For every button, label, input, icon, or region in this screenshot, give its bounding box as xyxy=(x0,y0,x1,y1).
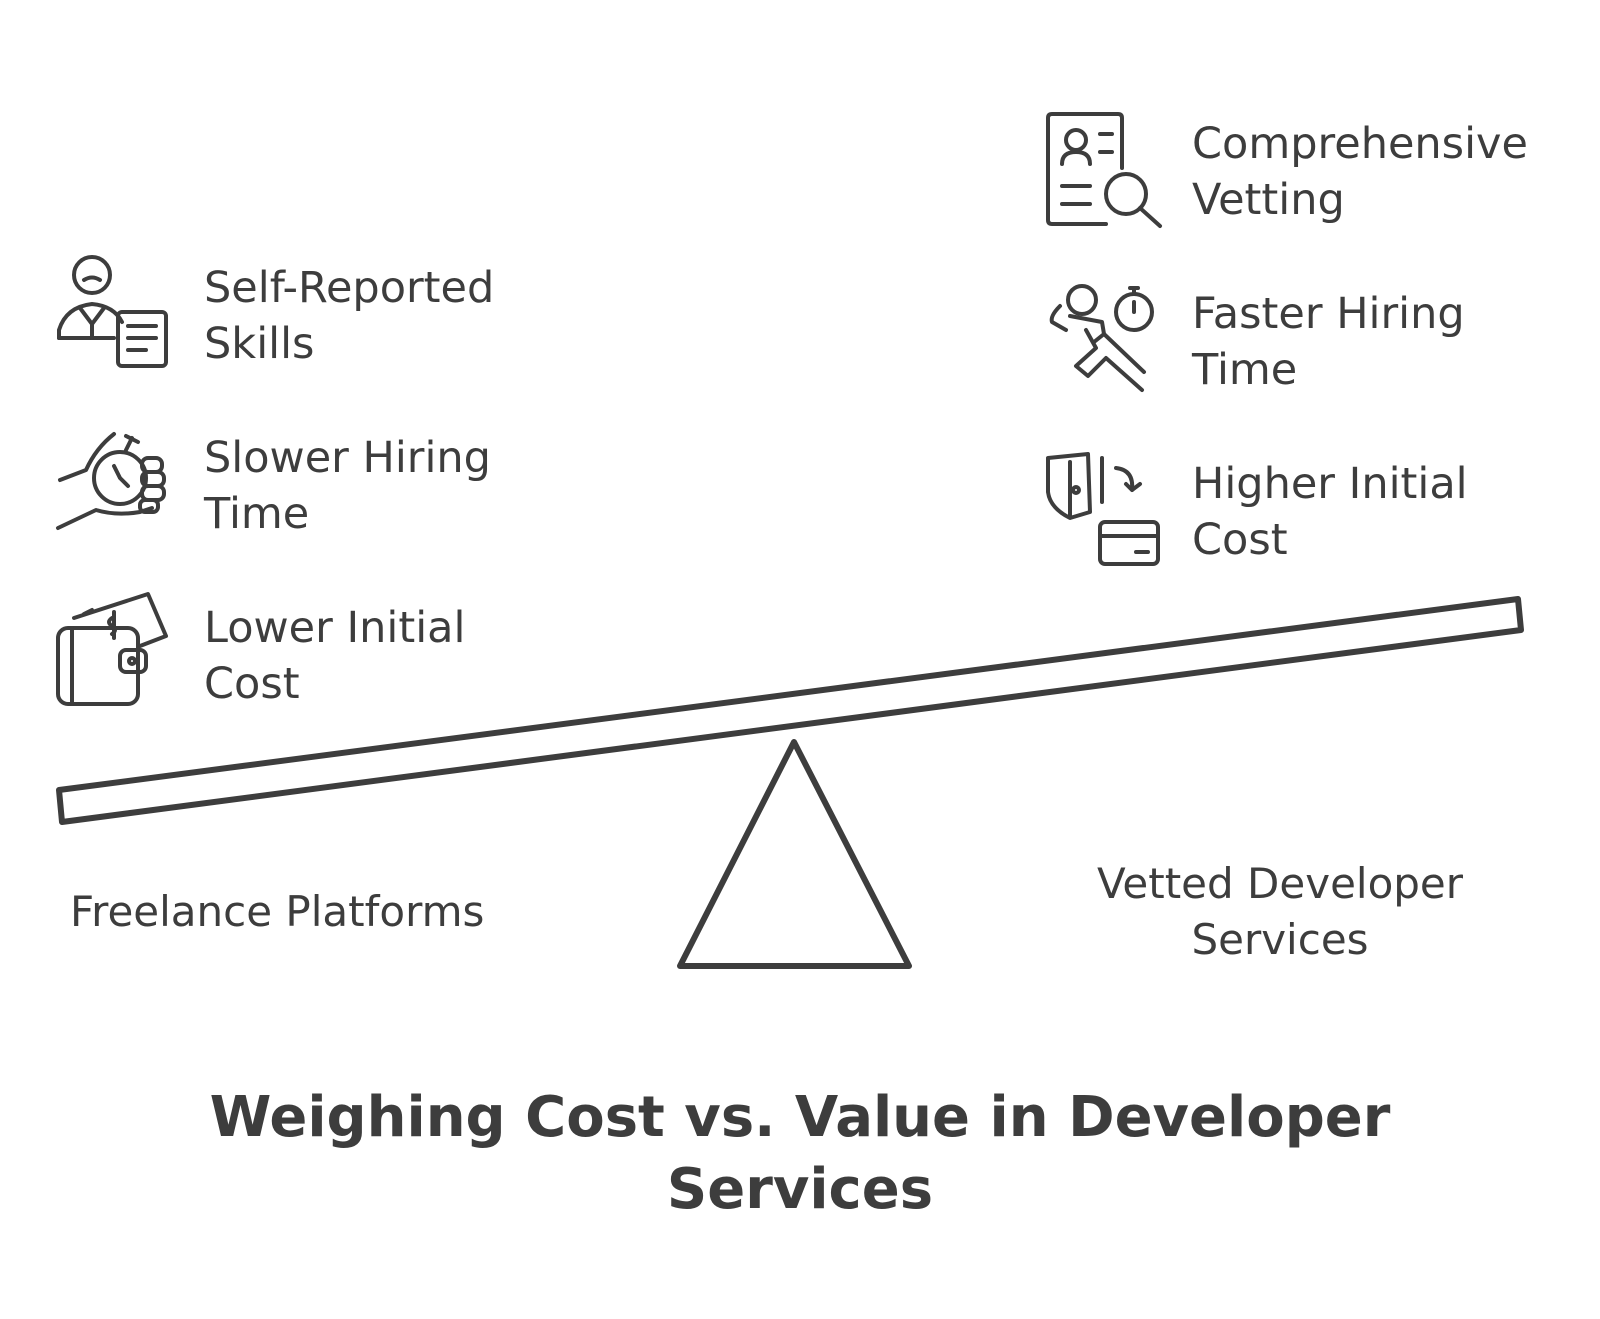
seesaw-plank xyxy=(56,596,1524,825)
group-label-freelance-platforms: Freelance Platforms xyxy=(70,887,485,936)
money-card-exchange-icon xyxy=(1046,452,1164,568)
group-label-vetted-developer-services: Vetted Developer Services xyxy=(1096,859,1464,964)
item-label-lower-initial-cost: Lower Initial Cost xyxy=(204,603,466,709)
item-label-faster-hiring-time: Faster Hiring Time xyxy=(1192,289,1465,395)
item-label-self-reported-skills: Self-Reported Skills xyxy=(204,263,495,369)
seesaw-fulcrum xyxy=(677,739,912,969)
runner-with-stopwatch-icon xyxy=(1046,282,1164,398)
wallet-with-cash-icon xyxy=(56,592,170,706)
diagram-title: Weighing Cost vs. Value in Developer Ser… xyxy=(209,1085,1391,1222)
hand-holding-stopwatch-icon xyxy=(56,428,170,534)
profile-magnifier-icon xyxy=(1046,112,1164,228)
item-label-comprehensive-vetting: Comprehensive Vetting xyxy=(1192,119,1528,225)
item-label-higher-initial-cost: Higher Initial Cost xyxy=(1192,459,1468,565)
person-with-document-icon xyxy=(56,252,170,368)
item-label-slower-hiring-time: Slower Hiring Time xyxy=(204,433,491,539)
